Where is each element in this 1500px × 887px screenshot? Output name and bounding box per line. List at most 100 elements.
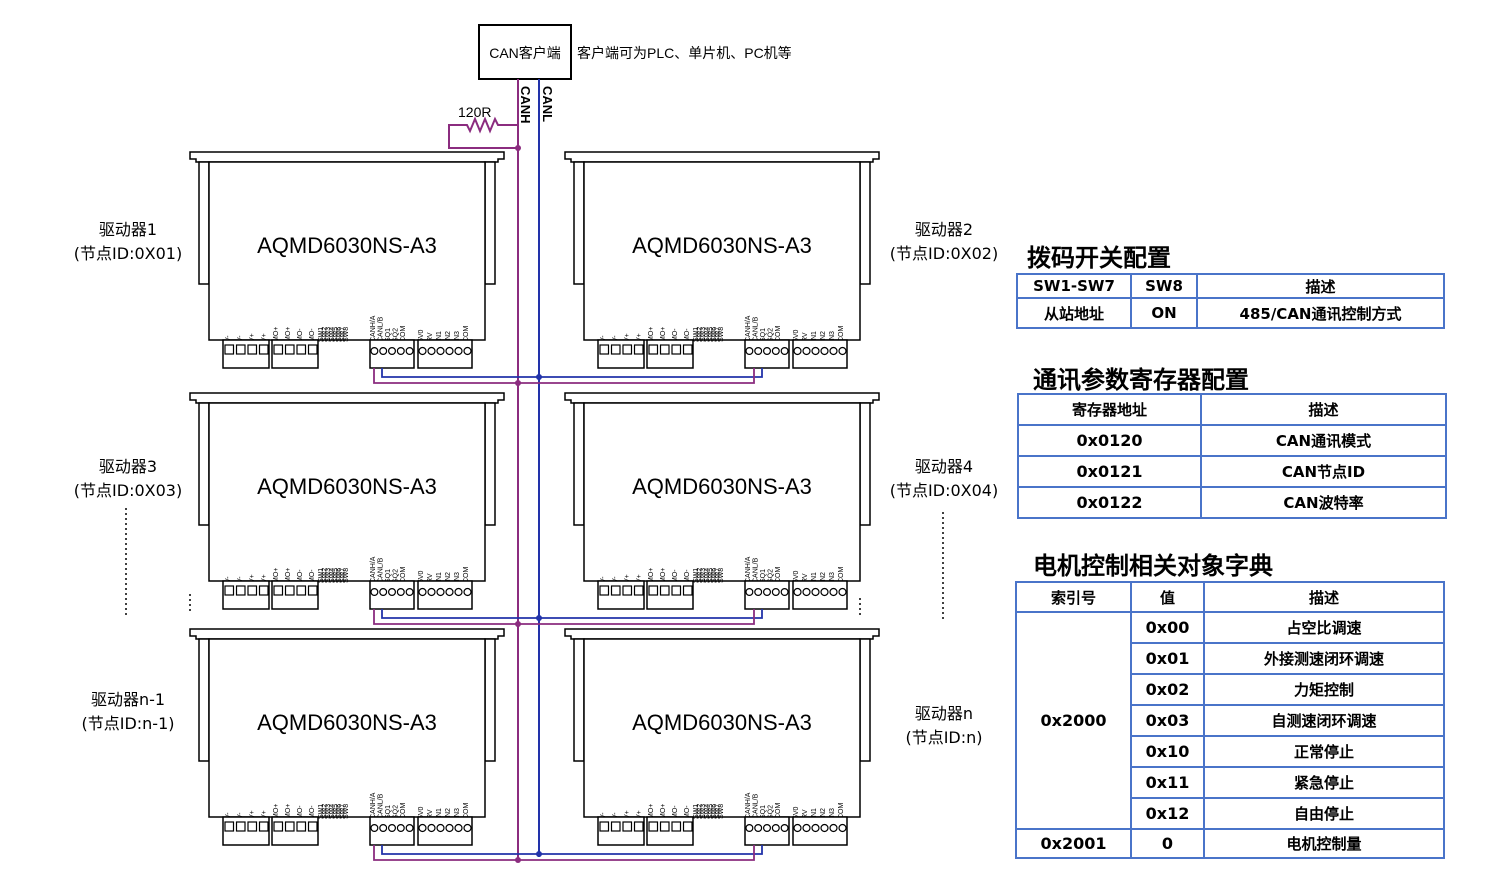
terminal-screw <box>820 587 829 597</box>
pin-label: 5V0 <box>793 329 800 342</box>
driver-2-label: 驱动器2 (节点ID:0X02) <box>874 218 1014 266</box>
pin-label: SW6 <box>336 804 343 819</box>
terminal-screw <box>762 823 771 832</box>
terminal-screw <box>820 346 829 356</box>
pin-label: SQ1 <box>760 569 767 583</box>
pin-label: SW1 <box>318 327 325 342</box>
canl-branch <box>381 609 763 619</box>
table-cell: 力矩控制 <box>1203 673 1445 706</box>
terminal-screw <box>418 346 427 356</box>
table-cell: 0x02 <box>1130 673 1205 706</box>
power-terminal-block <box>222 816 270 846</box>
table-row: 索引号 值 描述 <box>1015 581 1445 613</box>
pin-label: SW2 <box>322 327 329 342</box>
table-header-cell: 描述 <box>1196 273 1445 299</box>
terminal-slot <box>671 821 682 832</box>
bus-junction-dot <box>536 374 542 380</box>
pin-label: CANH/A <box>370 315 377 342</box>
terminal-housing <box>417 816 473 846</box>
terminal-slot <box>235 585 246 596</box>
pin-label: V- <box>612 335 619 342</box>
terminal-screw <box>811 587 820 597</box>
driver-2-node: (节点ID:0X02) <box>889 244 999 263</box>
pin-label: 5V0 <box>418 570 425 583</box>
table-row: 0x11 紧急停止 <box>1016 766 1445 799</box>
terminal-slot <box>671 585 682 596</box>
pin-label: SW4 <box>704 568 711 583</box>
terminal-screw <box>388 587 397 596</box>
pin-label: COM <box>400 567 407 584</box>
driver-1-label: 驱动器1 (节点ID:0X01) <box>58 218 198 266</box>
pin-label: MO- <box>684 805 691 819</box>
terminal-slot <box>648 821 659 832</box>
pin-label: SW7 <box>715 804 722 819</box>
pin-label: 5V0 <box>793 806 800 819</box>
pin-label: V- <box>225 812 232 819</box>
pin-label: SW2 <box>697 804 704 819</box>
pin-label: IN3 <box>829 808 836 819</box>
io-terminal-block <box>792 339 848 369</box>
pin-label: MO+ <box>660 804 667 819</box>
driver-body <box>583 402 861 582</box>
pin-label: V+ <box>636 574 643 583</box>
terminal-screw <box>811 823 820 833</box>
pin-label: MO- <box>309 569 316 583</box>
pin-label: MO- <box>297 805 304 819</box>
driver-model-label: AQMD6030NS-A3 <box>257 710 437 735</box>
driver-side-rail <box>859 638 871 762</box>
bus-junction-dot <box>515 621 521 627</box>
driver-model-label: AQMD6030NS-A3 <box>632 474 812 499</box>
pin-label: SW3 <box>700 327 707 342</box>
terminal-slot <box>622 585 633 596</box>
pin-label: V- <box>237 335 244 342</box>
terminal-screw <box>388 823 397 832</box>
driver-n-1-name: 驱动器n-1 <box>90 690 166 709</box>
pin-label: SW3 <box>325 804 332 819</box>
table-cell: 485/CAN通讯控制方式 <box>1196 297 1445 329</box>
driver-body <box>208 402 486 582</box>
pin-label: SW5 <box>332 568 339 583</box>
motor-terminal-block <box>646 816 694 846</box>
io-terminal-block <box>417 339 473 369</box>
terminal-slot <box>296 344 307 355</box>
driver-model-label: AQMD6030NS-A3 <box>257 474 437 499</box>
table-cell: CAN通讯模式 <box>1200 424 1447 457</box>
terminal-housing <box>792 580 848 610</box>
pin-label: SW1 <box>318 568 325 583</box>
pin-label: SW7 <box>340 327 347 342</box>
pin-label: SW7 <box>340 568 347 583</box>
table-header-cell: 值 <box>1130 581 1205 613</box>
pin-label: CANH/A <box>745 792 752 819</box>
terminal-screw <box>405 823 414 832</box>
pin-label: SW3 <box>700 568 707 583</box>
pin-label: 5V0 <box>793 570 800 583</box>
table-header-cell: SW1-SW7 <box>1016 273 1132 299</box>
pin-label: SW8 <box>718 804 725 819</box>
driver-side-rail <box>198 402 210 526</box>
pin-label: V- <box>600 812 607 819</box>
terminal-slot <box>599 344 610 355</box>
pin-label: MO+ <box>660 568 667 583</box>
pin-label: MO+ <box>273 327 280 342</box>
terminal-screw <box>829 823 838 833</box>
driver-module-3: AQMD6030NS-A3V-V-V+V+MO+MO+MO-MO-SW1SW2S… <box>189 392 505 610</box>
pin-label: SW2 <box>322 568 329 583</box>
pin-label: RV <box>427 332 434 342</box>
terminal-slot <box>633 344 644 355</box>
pin-label: SW3 <box>325 327 332 342</box>
terminal-slot <box>258 585 269 596</box>
table-row: 0x03 自测速闭环调速 <box>1016 704 1445 737</box>
table-cell: 紧急停止 <box>1203 766 1445 799</box>
pin-label: SW6 <box>336 568 343 583</box>
driver-side-rail <box>573 161 585 285</box>
terminal-housing <box>744 816 790 846</box>
pin-label: V- <box>225 576 232 583</box>
pin-label: CANL/B <box>378 316 385 342</box>
table-header-cell: 寄存器地址 <box>1017 393 1202 426</box>
pin-label: IN3 <box>829 572 836 583</box>
terminal-screw <box>802 346 811 356</box>
terminal-screw <box>754 587 763 596</box>
terminal-slot <box>307 585 318 596</box>
power-terminal-block <box>597 339 645 369</box>
terminal-screw <box>780 823 789 832</box>
